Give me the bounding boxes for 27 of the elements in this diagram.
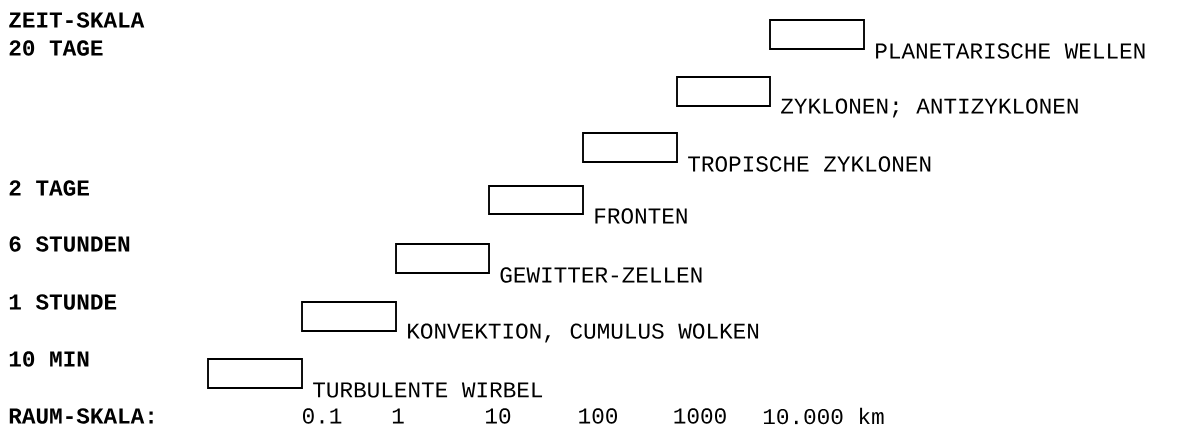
tick-label: 1000 [674, 408, 726, 424]
scale-box [676, 76, 771, 107]
tick-label: 10 [486, 408, 511, 424]
phenomenon-label: FRONTEN [595, 208, 687, 224]
scale-box [488, 185, 584, 215]
tick-label: 1 [392, 408, 404, 424]
scale-box [395, 243, 490, 274]
scale-label: 20 TAGE [9, 40, 103, 56]
scale-label: 1 STUNDE [9, 294, 117, 310]
scale-label: RAUM-SKALA: [9, 408, 153, 424]
tick-label: 100 [579, 408, 617, 424]
phenomenon-label: TROPISCHE ZYKLONEN [688, 156, 931, 172]
scale-label: 6 STUNDEN [9, 236, 130, 252]
scale-box [301, 301, 397, 332]
phenomenon-label: TURBULENTE WIRBEL [313, 382, 543, 398]
scale-box [207, 358, 303, 389]
scale-label: 10 MIN [9, 351, 89, 367]
scale-box [769, 19, 865, 50]
tick-label: 10.000 km [763, 407, 884, 425]
phenomenon-label: PLANETARISCHE WELLEN [876, 43, 1145, 59]
scale-label: 2 TAGE [9, 180, 89, 196]
phenomenon-label: GEWITTER-ZELLEN [500, 267, 702, 283]
scale-box [582, 132, 678, 163]
phenomenon-label: ZYKLONEN; ANTIZYKLONEN [781, 98, 1078, 118]
scale-label: ZEIT-SKALA [9, 12, 145, 28]
tick-label: 0.1 [303, 408, 342, 424]
phenomenon-label: KONVEKTION, CUMULUS WOLKEN [408, 323, 759, 343]
